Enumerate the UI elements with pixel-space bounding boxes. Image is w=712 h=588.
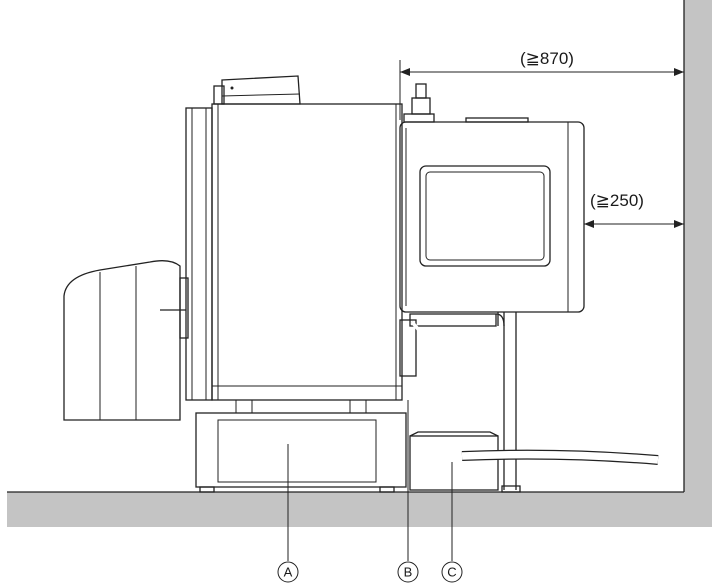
callout-a: A xyxy=(277,561,299,583)
control-unit-top xyxy=(213,75,301,105)
condensate-hose xyxy=(410,320,440,456)
boiler-base xyxy=(195,399,407,493)
depth-dimension: (≧870) xyxy=(399,49,684,120)
pellet-tank xyxy=(399,117,585,313)
safety-valve xyxy=(403,83,435,123)
callout-b: B xyxy=(397,561,419,583)
callout-c-label: C xyxy=(447,565,456,580)
boiler-body xyxy=(185,103,417,401)
burner-hood xyxy=(63,260,189,421)
callout-leaders xyxy=(287,400,453,561)
floor xyxy=(7,492,712,527)
wall xyxy=(684,0,712,527)
pipework xyxy=(409,312,521,493)
callout-b-label: B xyxy=(404,565,413,580)
callout-a-label: A xyxy=(284,565,293,580)
side-clearance-label: (≧250) xyxy=(590,191,644,210)
depth-clearance-label: (≧870) xyxy=(520,49,574,68)
building-structure xyxy=(7,0,712,527)
neutralisation-box xyxy=(409,431,659,491)
callout-c: C xyxy=(441,561,463,583)
side-dimension: (≧250) xyxy=(584,191,684,228)
